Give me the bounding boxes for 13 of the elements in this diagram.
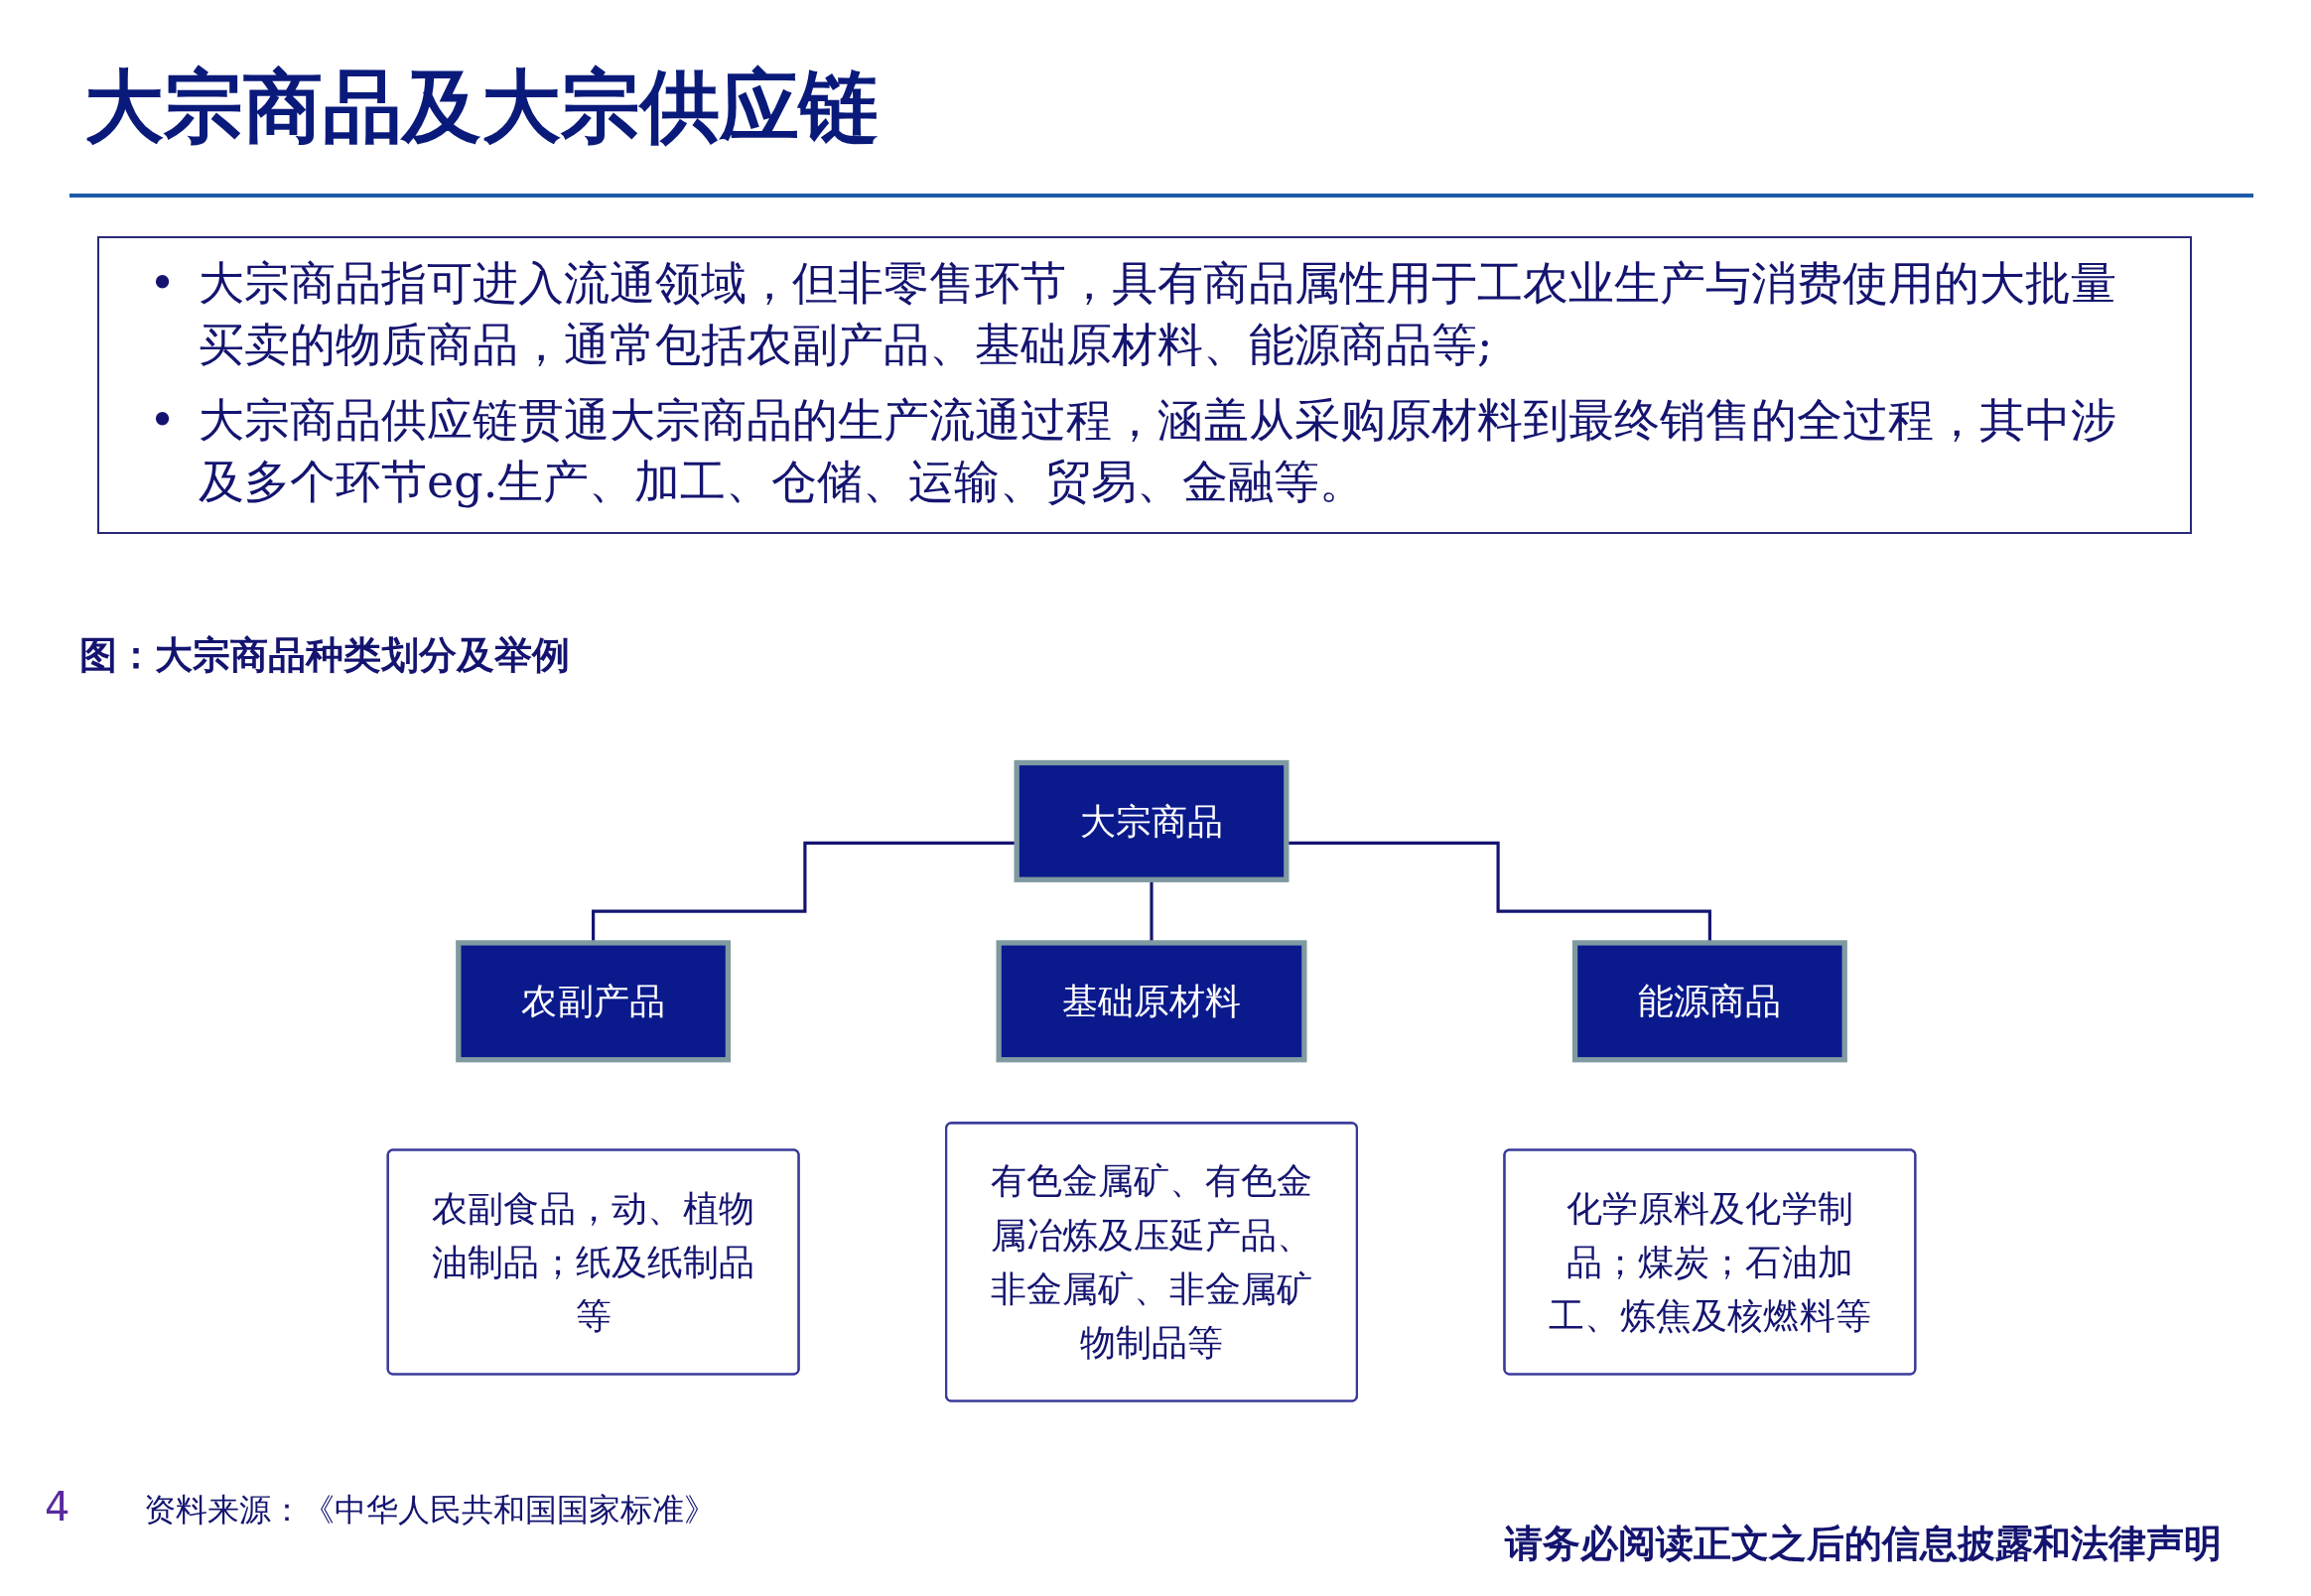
node-box: 农副产品 <box>456 940 732 1063</box>
footer-note: 请务必阅读正文之后的信息披露和法律声明 <box>1505 1521 2222 1567</box>
bullet-text: 大宗商品供应链贯通大宗商品的生产流通过程，涵盖从采购原材料到最终销售的全过程，其中涉及多个环节eg.生产、加工、仓储、运输、贸易、金融等。 <box>199 392 2117 510</box>
bullet-text: 大宗商品指可进入流通领域，但非零售环节，具有商品属性用于工农业生产与消费使用的大批量买卖的物质商品，通常包括农副产品、基础原材料、能源商品等; <box>199 255 2117 373</box>
node-box: 大宗商品 <box>1014 759 1290 882</box>
node-box: 基础原材料 <box>996 940 1307 1063</box>
figure-caption: 图：大宗商品种类划分及举例 <box>79 632 570 679</box>
page-title: 大宗商品及大宗供应链 <box>84 59 879 155</box>
node-box: 能源商品 <box>1571 940 1847 1063</box>
bullet-marker: • <box>149 392 178 449</box>
page-number: 4 <box>45 1484 70 1530</box>
bullet-marker: • <box>149 255 178 312</box>
source-note: 资料来源：《中华人民共和国国家标准》 <box>144 1490 716 1530</box>
